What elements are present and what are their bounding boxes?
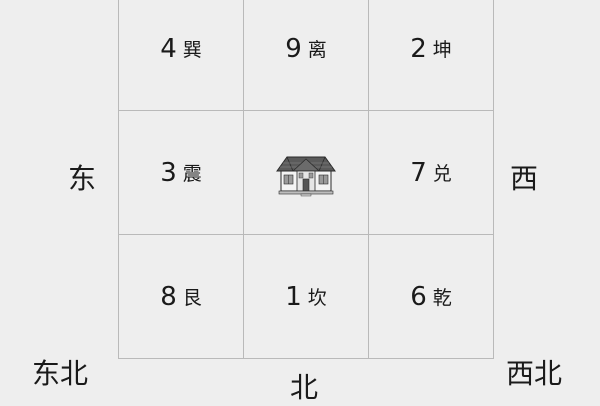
cell-trigram: 坎 <box>307 287 327 309</box>
cell-number: 1 <box>285 281 302 312</box>
cell-qian: 6 乾 <box>369 235 494 359</box>
cell-zhen: 3 震 <box>119 111 244 235</box>
cell-trigram: 离 <box>307 39 327 61</box>
cell-xun: 4 巽 <box>119 0 244 111</box>
cell-center <box>244 111 369 235</box>
direction-east-label: 东 <box>68 162 97 195</box>
cell-trigram: 艮 <box>182 287 202 309</box>
direction-northeast-label: 东北 <box>32 357 89 390</box>
cell-kun: 2 坤 <box>369 0 494 111</box>
cell-number: 4 <box>160 33 177 64</box>
nine-palace-grid: 4 巽 9 离 2 坤 3 震 <box>118 0 494 359</box>
direction-northwest-label: 西北 <box>506 357 563 390</box>
house-icon <box>276 156 336 196</box>
cell-number: 9 <box>285 33 302 64</box>
cell-number: 8 <box>160 281 177 312</box>
direction-north-label: 北 <box>290 371 319 404</box>
cell-trigram: 乾 <box>432 287 452 309</box>
direction-west-label: 西 <box>510 162 539 195</box>
cell-gen: 8 艮 <box>119 235 244 359</box>
cell-li: 9 离 <box>244 0 369 111</box>
cell-number: 3 <box>160 157 177 188</box>
cell-dui: 7 兑 <box>369 111 494 235</box>
cell-number: 7 <box>410 157 427 188</box>
cell-trigram: 震 <box>182 163 202 185</box>
cell-trigram: 坤 <box>432 39 452 61</box>
cell-kan: 1 坎 <box>244 235 369 359</box>
cell-number: 6 <box>410 281 427 312</box>
cell-trigram: 巽 <box>182 39 202 61</box>
cell-number: 2 <box>410 33 427 64</box>
cell-trigram: 兑 <box>432 163 452 185</box>
